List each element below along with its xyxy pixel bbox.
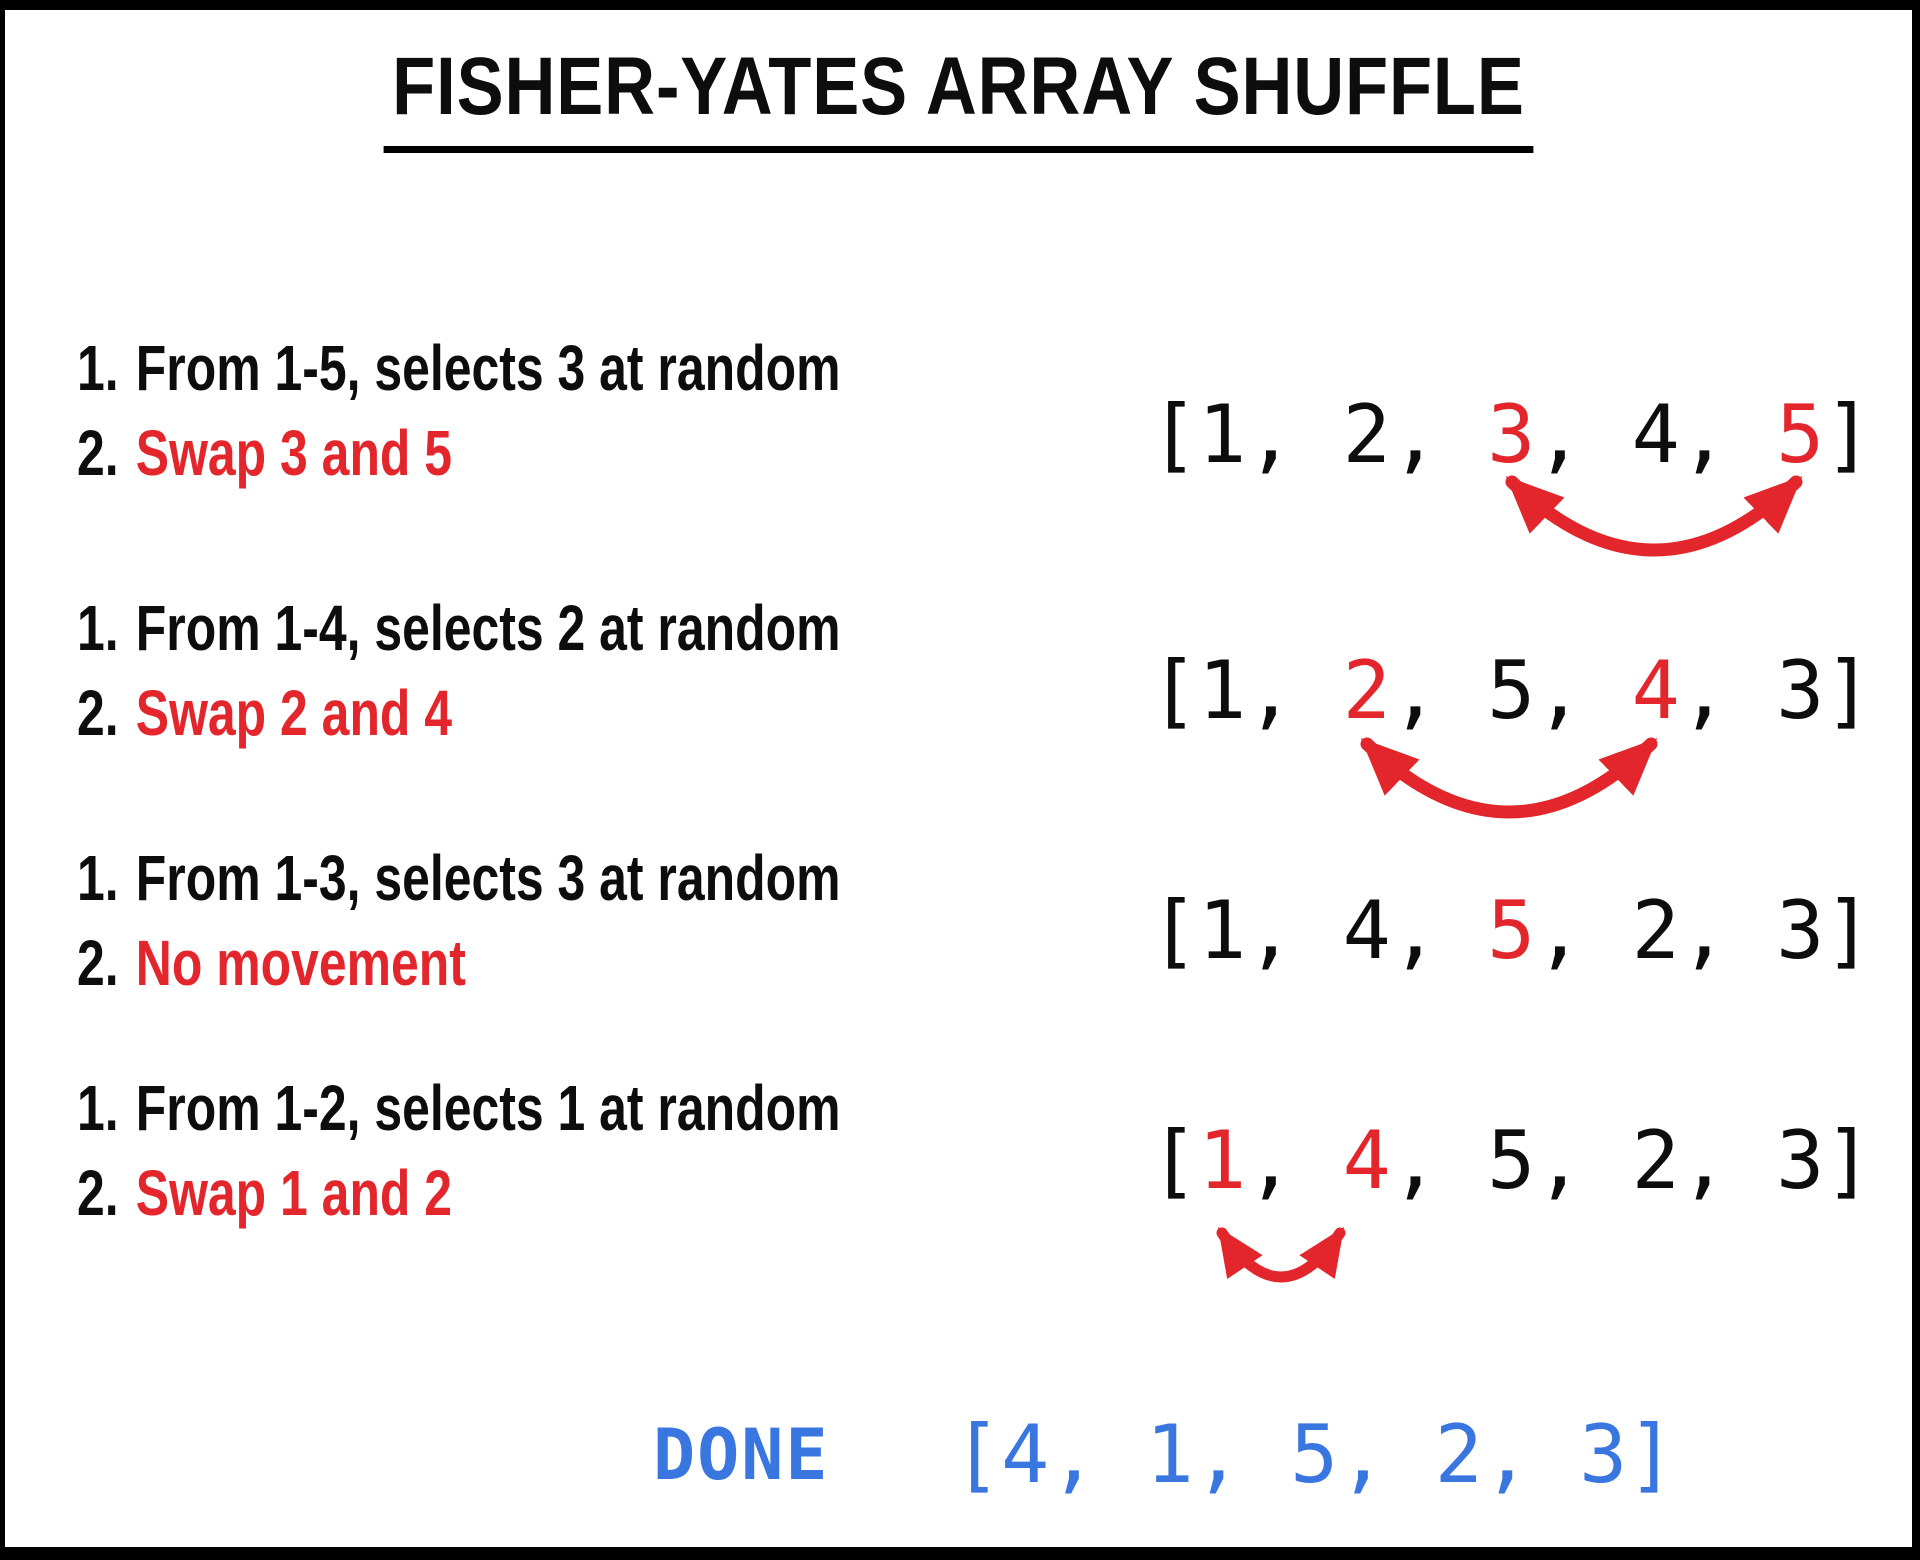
array-token: 4 xyxy=(1631,644,1680,737)
step1-array: [1, 2, 3, 4, 5] xyxy=(1150,395,1873,475)
array-token: , xyxy=(1679,1114,1777,1207)
step2-instruction: From 1-4, selects 2 at random xyxy=(135,592,841,664)
step1-swap-text: Swap 3 and 5 xyxy=(135,417,453,489)
array-token: 2 xyxy=(1342,388,1391,481)
array-token: 5 xyxy=(1487,1114,1536,1207)
array-token: , xyxy=(1390,1114,1488,1207)
step2-array: [1, 2, 5, 4, 3] xyxy=(1150,651,1873,731)
array-token: [ xyxy=(1150,388,1199,481)
array-token: 3 xyxy=(1776,884,1825,977)
page-title: FISHER-YATES ARRAY SHUFFLE xyxy=(383,40,1534,153)
list-number: 2. xyxy=(77,417,119,489)
array-token: 3 xyxy=(1776,1114,1825,1207)
array-token: 1 xyxy=(1198,884,1247,977)
array-token: ] xyxy=(1824,1114,1873,1207)
list-number: 1. xyxy=(77,592,119,664)
array-token: 3 xyxy=(1487,388,1536,481)
step4-instruction: From 1-2, selects 1 at random xyxy=(135,1072,841,1144)
array-token: , xyxy=(1246,1114,1343,1207)
array-token: 2 xyxy=(1631,1114,1680,1207)
step4-line2: 2. Swap 1 and 2 xyxy=(77,1156,452,1230)
array-token: , xyxy=(1535,1114,1632,1207)
array-token: [ xyxy=(1150,644,1199,737)
step3-no-movement-text: No movement xyxy=(135,927,466,999)
done-label: DONE xyxy=(653,1414,830,1496)
array-token: ] xyxy=(1824,388,1873,481)
array-token: , xyxy=(1679,388,1777,481)
array-token: , xyxy=(1390,644,1488,737)
array-token: 1 xyxy=(1198,644,1247,737)
step3-line1: 1. From 1-3, selects 3 at random xyxy=(77,841,840,915)
list-number: 2. xyxy=(77,1157,119,1229)
done-array: [4, 1, 5, 2, 3] xyxy=(953,1408,1676,1501)
array-token: 4 xyxy=(1342,884,1391,977)
array-token: , xyxy=(1679,884,1777,977)
swap-arrow-step1 xyxy=(1505,475,1803,557)
array-token: , xyxy=(1535,644,1632,737)
array-token: , xyxy=(1390,884,1488,977)
array-token: 4 xyxy=(1342,1114,1391,1207)
array-token: 2 xyxy=(1631,884,1680,977)
array-token: , xyxy=(1246,388,1343,481)
step1-instruction: From 1-5, selects 3 at random xyxy=(135,332,841,404)
step4-swap-text: Swap 1 and 2 xyxy=(135,1157,453,1229)
step3-instruction: From 1-3, selects 3 at random xyxy=(135,842,841,914)
list-number: 1. xyxy=(77,842,119,914)
list-number: 1. xyxy=(77,1072,119,1144)
step2-swap-text: Swap 2 and 4 xyxy=(135,677,453,749)
list-number: 2. xyxy=(77,677,119,749)
swap-arrow-step2 xyxy=(1360,737,1658,819)
array-token: 2 xyxy=(1342,644,1391,737)
step1-line2: 2. Swap 3 and 5 xyxy=(77,416,452,490)
array-token: , xyxy=(1246,884,1343,977)
array-token: 1 xyxy=(1198,388,1247,481)
array-token: , xyxy=(1535,884,1632,977)
array-token: 3 xyxy=(1776,644,1825,737)
array-token: 4 xyxy=(1631,388,1680,481)
array-token: [ xyxy=(1150,1114,1199,1207)
step2-line1: 1. From 1-4, selects 2 at random xyxy=(77,591,840,665)
array-token: , xyxy=(1246,644,1343,737)
step3-array: [1, 4, 5, 2, 3] xyxy=(1150,891,1873,971)
list-number: 1. xyxy=(77,332,119,404)
step4-array: [1, 4, 5, 2, 3] xyxy=(1150,1121,1873,1201)
array-token: ] xyxy=(1824,644,1873,737)
array-token: 1 xyxy=(1198,1114,1247,1207)
array-token: , xyxy=(1535,388,1632,481)
step4-line1: 1. From 1-2, selects 1 at random xyxy=(77,1071,840,1145)
array-token: 5 xyxy=(1487,644,1536,737)
array-token: , xyxy=(1390,388,1488,481)
step1-line1: 1. From 1-5, selects 3 at random xyxy=(77,331,840,405)
array-token: [ xyxy=(1150,884,1199,977)
array-token: , xyxy=(1679,644,1777,737)
step2-line2: 2. Swap 2 and 4 xyxy=(77,676,452,750)
swap-arrow-step4 xyxy=(1216,1226,1346,1283)
array-token: ] xyxy=(1824,884,1873,977)
array-token: 5 xyxy=(1776,388,1825,481)
title-row: FISHER-YATES ARRAY SHUFFLE xyxy=(5,40,1912,153)
list-number: 2. xyxy=(77,927,119,999)
array-token: 5 xyxy=(1487,884,1536,977)
step3-line2: 2. No movement xyxy=(77,926,466,1000)
